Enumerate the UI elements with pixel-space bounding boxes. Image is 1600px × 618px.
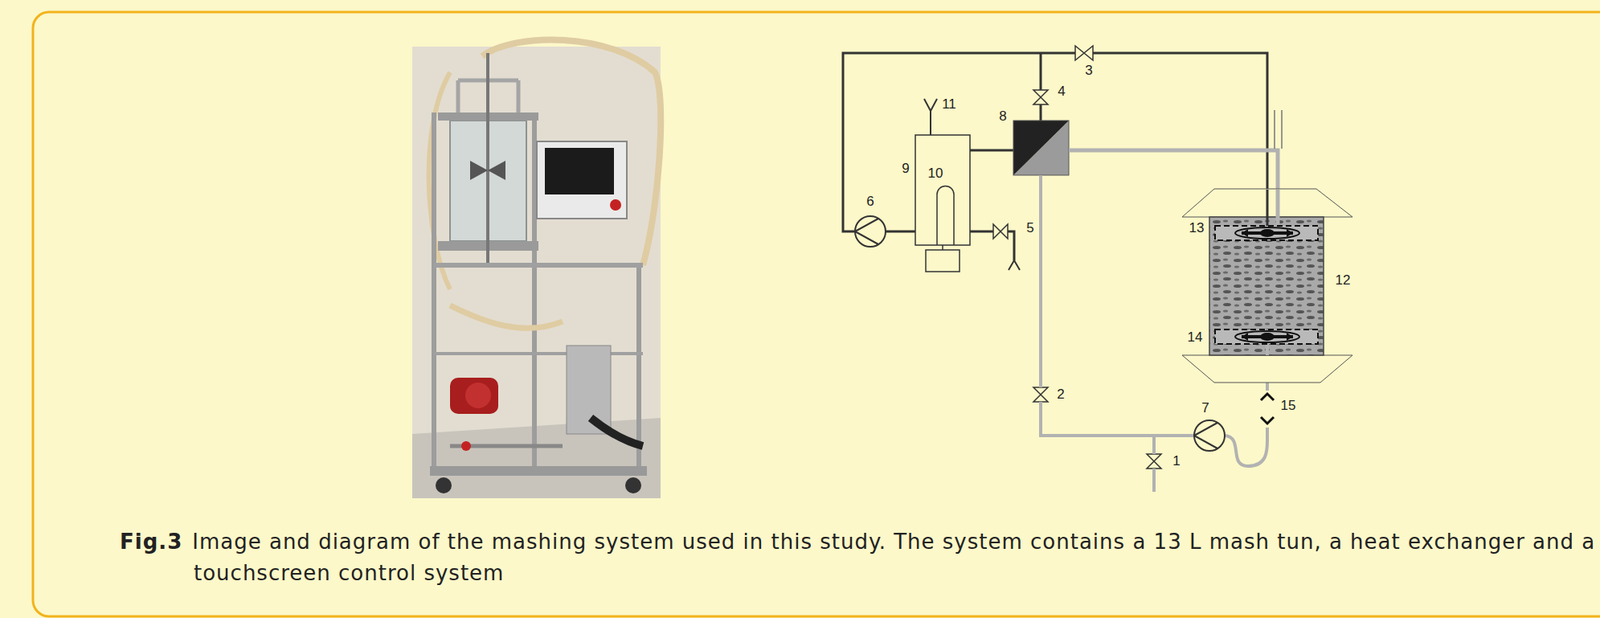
figure-caption-block: Fig.3Image and diagram of the mashing sy… [193, 526, 1596, 590]
callout-number: 9 [901, 161, 909, 176]
callout-number: 7 [1201, 401, 1209, 416]
callout-number: 6 [866, 194, 874, 209]
callout-number: 14 [1187, 330, 1204, 345]
water-tank [915, 135, 970, 272]
figure-caption: Image and diagram of the mashing system … [192, 529, 1596, 586]
figure-number: Fig.3 [119, 529, 183, 554]
sieve-plates [1215, 225, 1318, 344]
callout-number: 5 [1026, 220, 1034, 236]
callout-number: 8 [998, 109, 1007, 124]
inlet-tube [1274, 110, 1282, 149]
pump-symbols [855, 216, 1225, 451]
callout-number: 11 [941, 97, 957, 112]
callout-number: 10 [928, 166, 944, 181]
coupling-arrows [1260, 393, 1274, 424]
callout-number: 13 [1189, 220, 1205, 236]
panel-frame [32, 12, 1600, 617]
callout-number: 2 [1056, 387, 1064, 402]
photo-illustration [412, 40, 661, 499]
callout-number: 1 [1172, 454, 1180, 469]
callout-number: 15 [1280, 398, 1297, 414]
valve-symbols [993, 45, 1162, 469]
heat-exchanger [1013, 120, 1069, 176]
mash-tun [1182, 188, 1353, 383]
heating-circuit [842, 53, 1268, 271]
callout-number: 12 [1335, 273, 1351, 288]
callout-number: 3 [1084, 63, 1093, 78]
callout-number: 4 [1057, 84, 1065, 99]
